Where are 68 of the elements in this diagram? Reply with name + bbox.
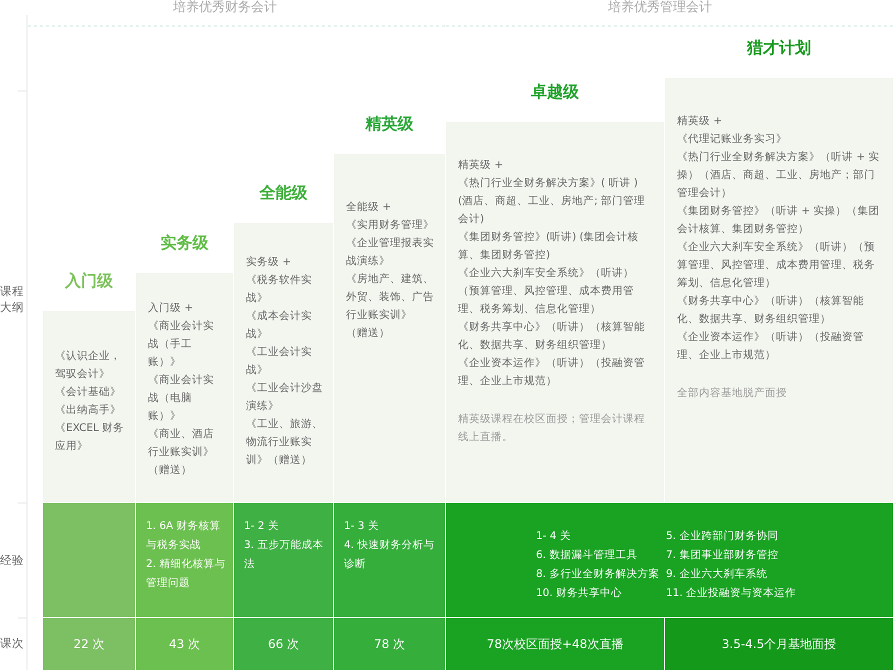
experience-item: 9. 企业六大刹车系统 [666,567,768,582]
course-item: 《热门行业全财务解决方案》( 听讲 ) (酒店、商超、工业、房地产; 部门管理会计) [458,176,646,227]
experience-item: 3. 五步万能成本法 [244,538,324,572]
experience-item: 11. 企业投融资与资本运作 [666,586,798,601]
course-item: 精英级 + [458,158,504,173]
course-item: 《集团财务管控》(听讲) (集团会计核算、集团财务管控) [458,230,640,263]
note-text: 全部内容基地脱产面授 [677,386,788,401]
course-item: 《商业会计实战（手工账）》 [148,319,215,370]
row-label: 课次 [0,635,24,651]
experience-cell [234,503,333,617]
course-item: 《房地产、建筑、外贸、装饰、广告行业账实训》 [346,272,435,323]
experience-cell [43,503,135,617]
course-item: 实务级 + [246,255,292,270]
experience-item: 10. 财务共享中心 [536,586,624,601]
course-item: 《财务共享中心》（听讲）（核算智能化、数据共享、财务组织管理） [458,320,646,353]
experience-item: 1. 6A 财务核算与税务实战 [146,519,222,553]
course-item: 《财务共享中心》（听讲）（核算智能化、数据共享、财务组织管理） [677,294,865,327]
note-text: 精英级课程在校区面授；管理会计课程线上直播。 [458,412,646,445]
course-item: （赠送） [346,326,391,341]
experience-cell [446,503,893,617]
course-item: 《工业、旅游、物流行业账实训》（赠送） [246,417,323,468]
experience-item: 6. 数据漏斗管理工具 [536,548,638,563]
course-item: 全能级 + [346,200,392,215]
course-item: 《企业资本运作》（听讲）（投融资管理、企业上市规范） [458,356,646,389]
experience-item: 1- 2 关 [244,519,280,534]
course-item: 《商业会计实战（电脑账）》 [148,373,215,424]
course-item: 《代理记账业务实习》 [677,132,788,147]
level-title: 卓越级 [530,82,580,103]
experience-item: 1- 3 关 [344,519,380,534]
experience-item: 7. 集团事业部财务管控 [666,548,780,563]
session-count: 43 次 [136,618,233,670]
course-item: 精英级 + [677,114,724,129]
session-count: 3.5-4.5个月基地面授 [665,618,893,670]
course-item: 《会计基础》 [55,385,122,400]
session-count: 66 次 [234,618,333,670]
level-title: 精英级 [364,114,414,135]
session-count: 22 次 [43,618,135,670]
course-item: 《企业六大刹车安全系统》（听讲）（预算管理、风控管理、成本费用管理、税务筹划、信息化管理） [677,240,876,291]
experience-item: 5. 企业跨部门财务协同 [666,529,780,544]
level-title: 入门级 [64,271,114,292]
session-count: 78 次 [334,618,445,670]
course-item: 《认识企业，驾驭会计》 [55,349,122,382]
course-item: 《企业六大刹车安全系统》（听讲）（预算管理、风控管理、成本费用管理、税务筹划、信息化管理） [458,266,635,317]
level-title: 全能级 [258,183,308,204]
course-item: 《EXCEL 财务应用》 [55,421,125,454]
course-item: 《企业资本运作》（听讲）（投融资管理、企业上市规范） [677,330,865,363]
experience-item: 1- 4 关 [536,529,572,544]
experience-cell [136,503,233,617]
experience-item: 4. 快速财务分析与诊断 [344,538,436,572]
level-title: 猎才计划 [746,38,812,59]
course-item: 《成本会计实战》 [246,309,313,342]
course-item: 《实用财务管理》《企业管理报表实战演练》 [346,218,435,269]
course-item: 《工业会计沙盘演练》 [246,381,323,414]
session-count: 78次校区面授+48次直播 [446,618,664,670]
course-item: （赠送） [148,463,193,478]
level-title: 实务级 [160,233,210,254]
row-label: 经验 [0,552,24,568]
course-item: 《出纳高手》 [55,403,122,418]
row-label: 课程大纲 [0,283,24,315]
experience-item: 2. 精细化核算与管理问题 [146,557,226,591]
course-item: 《热门行业全财务解决方案》（听讲 + 实操）（酒店、商超、工业、房地产；部门管理会计） [677,150,880,201]
course-item: 《工业会计实战》 [246,345,313,378]
course-item: 《商业、酒店行业账实训》 [148,427,215,460]
course-item: 《税务软件实战》 [246,273,313,306]
experience-cell [334,503,445,617]
course-item: 入门级 + [148,301,194,316]
course-item: 《集团财务管控》（听讲 + 实操）（集团会计核算、集团财务管控） [677,204,880,237]
experience-item: 8. 多行业全财务解决方案 [536,567,660,582]
